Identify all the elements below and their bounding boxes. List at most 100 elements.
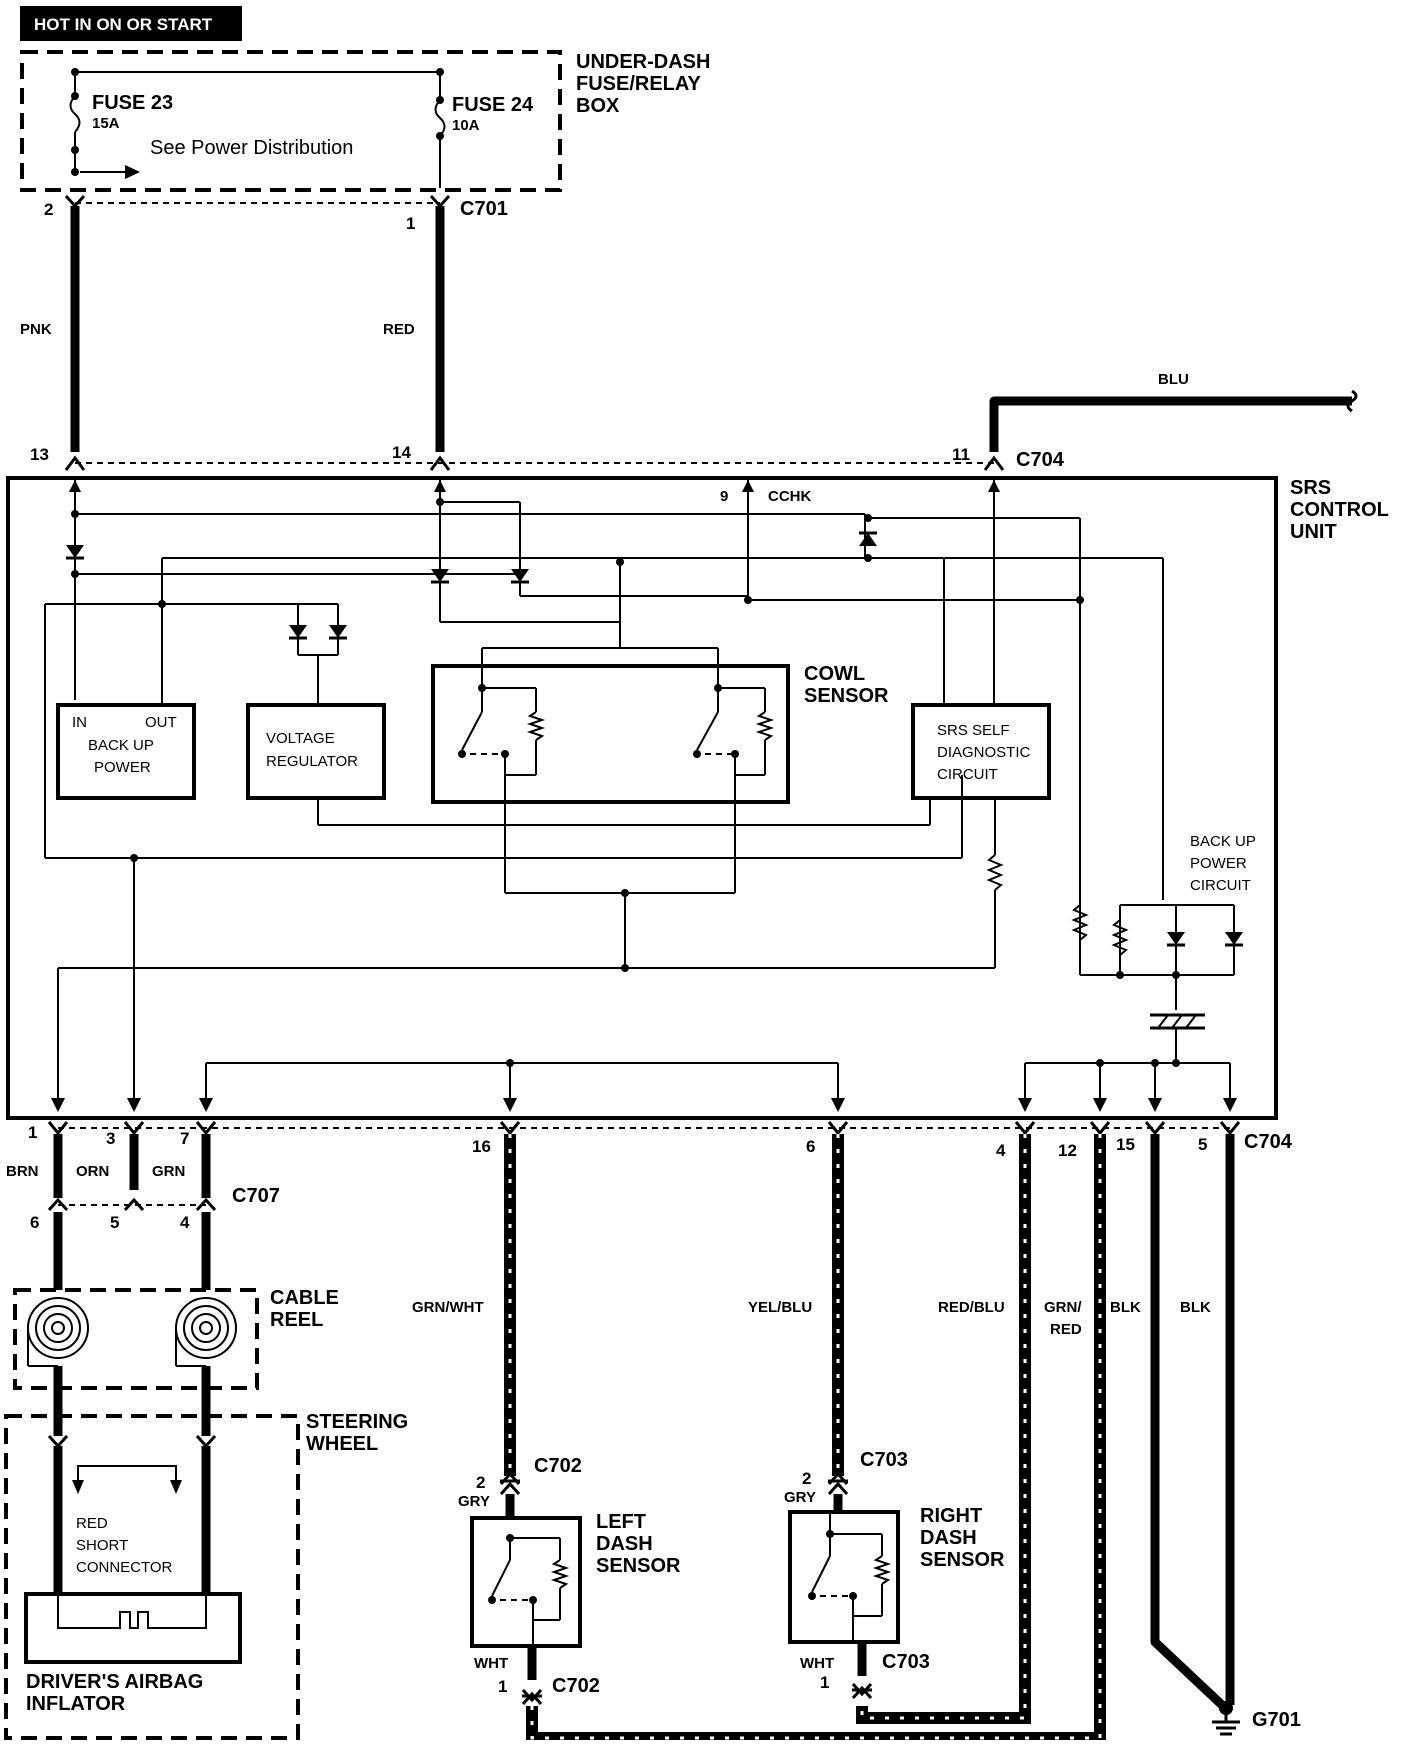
wire-label-yel-blu: YEL/BLU <box>748 1299 812 1316</box>
right-dash-sensor-label-1: RIGHT <box>920 1505 982 1527</box>
hot-label-text: HOT IN ON OR START <box>34 15 213 34</box>
srs-pin-14: 14 <box>392 443 411 462</box>
left-dash-sensor-label-3: SENSOR <box>596 1555 681 1577</box>
c703-top-label: C703 <box>860 1449 908 1471</box>
c701-pin-1: 1 <box>406 214 415 233</box>
bottom-pin-5: 5 <box>1198 1135 1207 1154</box>
fuse-24-rating: 10A <box>452 117 480 134</box>
wire-label-grn-red-2: RED <box>1050 1321 1082 1338</box>
wire-label-grn: GRN <box>152 1163 185 1180</box>
cable-reel: CABLE REEL <box>13 1287 339 1390</box>
c703-pin-2: 2 <box>802 1469 811 1488</box>
hot-label: HOT IN ON OR START <box>20 6 242 41</box>
steering-wheel-label-1: STEERING <box>306 1411 408 1433</box>
red-short-label-2: SHORT <box>76 1537 128 1554</box>
g701-label: G701 <box>1252 1709 1301 1731</box>
airbag-inflator-label-2: INFLATOR <box>26 1693 126 1715</box>
c701-label: C701 <box>460 198 508 220</box>
wire-blk-15 <box>1150 1134 1226 1709</box>
airbag-inflator-label-1: DRIVER'S AIRBAG <box>26 1671 203 1693</box>
fuse-box-title-3: BOX <box>576 95 620 117</box>
bottom-pin-6: 6 <box>806 1137 815 1156</box>
fuse-relay-box: FUSE 23 15A FUSE 24 10A See Power Distri… <box>20 50 710 192</box>
connector-c707: 6 5 4 C707 <box>30 1185 280 1232</box>
wire-grn-red <box>526 1134 1106 1744</box>
right-dash-sensor-label-3: SENSOR <box>920 1549 1005 1571</box>
wire-blu <box>989 396 1352 452</box>
cowl-sensor-block: COWL SENSOR <box>431 647 889 804</box>
c702-pin-1: 1 <box>498 1677 507 1696</box>
bottom-pin-1: 1 <box>28 1123 37 1142</box>
srs-pin-11: 11 <box>952 445 970 464</box>
cowl-sensor-label-1: COWL <box>804 663 865 685</box>
power-distribution-note: See Power Distribution <box>150 137 353 159</box>
wire-label-brn: BRN <box>6 1163 39 1180</box>
right-dash-sensor: 2 GRY C703 RIGHT DASH SENSOR WHT 1 C703 <box>784 1449 1005 1700</box>
steering-wheel: RED SHORT CONNECTOR STEERING WHEEL DRIVE… <box>4 1411 408 1740</box>
wire-label-orn: ORN <box>76 1163 109 1180</box>
wire-label-red-blu: RED/BLU <box>938 1299 1005 1316</box>
voltage-regulator-label-2: REGULATOR <box>266 753 358 770</box>
red-short-label-3: CONNECTOR <box>76 1559 173 1576</box>
wire-red-blu <box>856 1134 1031 1724</box>
backup-circuit-label-2: POWER <box>1190 855 1247 872</box>
cowl-sensor-label-2: SENSOR <box>804 685 889 707</box>
srs-unit-title-2: CONTROL <box>1290 499 1389 521</box>
wire-label-gry-1: GRY <box>458 1493 490 1510</box>
c704-top-label: C704 <box>1016 449 1065 471</box>
c707-label: C707 <box>232 1185 280 1207</box>
self-diag-label-3: CIRCUIT <box>937 766 998 783</box>
left-dash-sensor: 2 GRY C702 LEFT DASH SENSOR WHT 1 C702 <box>458 1455 681 1706</box>
fuse-box-title-2: FUSE/RELAY <box>576 73 702 95</box>
c701-pin-2: 2 <box>44 200 53 219</box>
fuse-23-rating: 15A <box>92 115 120 132</box>
self-diag-label-2: DIAGNOSTIC <box>937 744 1031 761</box>
cable-reel-label-1: CABLE <box>270 1287 339 1309</box>
left-dash-sensor-label-2: DASH <box>596 1533 653 1555</box>
striped-wires <box>504 1134 1106 1744</box>
c702-pin-2: 2 <box>476 1473 485 1492</box>
backup-out-label: OUT <box>145 714 177 731</box>
fuse-24-label: FUSE 24 <box>452 94 534 116</box>
fuse-23-label: FUSE 23 <box>92 92 173 114</box>
c707-pin-6: 6 <box>30 1213 39 1232</box>
wire-label-grn-wht: GRN/WHT <box>412 1299 484 1316</box>
srs-control-unit-box <box>6 476 1278 1120</box>
self-diagnostic-block: SRS SELF DIAGNOSTIC CIRCUIT <box>911 703 1051 800</box>
backup-circuit-label-3: CIRCUIT <box>1190 877 1251 894</box>
srs-pin-9: 9 <box>720 488 728 505</box>
voltage-regulator-label-1: VOLTAGE <box>266 730 335 747</box>
voltage-regulator-block: VOLTAGE REGULATOR <box>246 703 386 800</box>
left-dash-sensor-label-1: LEFT <box>596 1511 646 1533</box>
connector-c704-top: 13 14 11 C704 <box>30 443 1065 471</box>
fuse-24-symbol <box>434 72 446 188</box>
backup-circuit-label-1: BACK UP <box>1190 833 1256 850</box>
backup-power-label-1: BACK UP <box>88 737 154 754</box>
wire-label-gry-2: GRY <box>784 1489 816 1506</box>
c703-bottom-label: C703 <box>882 1651 930 1673</box>
c704-bottom-label: C704 <box>1244 1131 1293 1153</box>
cable-reel-spiral-left <box>27 1297 89 1367</box>
backup-power-label-2: POWER <box>94 759 151 776</box>
c707-pin-5: 5 <box>110 1213 119 1232</box>
srs-unit-title-3: UNIT <box>1290 521 1337 543</box>
c707-pin-4: 4 <box>180 1213 190 1232</box>
c703-pin-1: 1 <box>820 1673 829 1692</box>
fuse-box-title-1: UNDER-DASH <box>576 51 710 73</box>
srs-unit-title-1: SRS <box>1290 477 1331 499</box>
c702-top-label: C702 <box>534 1455 582 1477</box>
bottom-pin-7: 7 <box>180 1129 189 1148</box>
bottom-pin-15: 15 <box>1116 1135 1135 1154</box>
wire-label-red: RED <box>383 321 415 338</box>
cable-reel-label-2: REEL <box>270 1309 323 1331</box>
srs-internal-wiring: 9 CCHK <box>44 480 1256 1112</box>
wire-label-pnk: PNK <box>20 321 52 338</box>
ground-g701: G701 <box>1212 1701 1301 1736</box>
c702-bottom-label: C702 <box>552 1675 600 1697</box>
backup-power-block: IN OUT BACK UP POWER <box>56 703 196 800</box>
wire-label-blu: BLU <box>1158 371 1189 388</box>
backup-in-label: IN <box>72 714 87 731</box>
bottom-pin-16: 16 <box>472 1137 491 1156</box>
